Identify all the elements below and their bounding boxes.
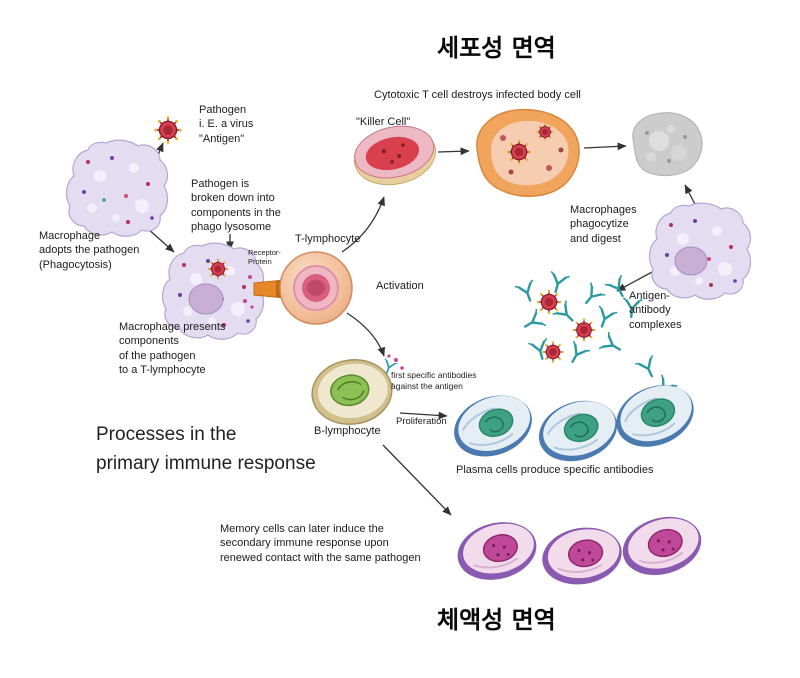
plasma-cells [444,373,704,472]
main-title: Processes in the primary immune response [96,424,316,475]
memory-cells [450,507,710,592]
label-pathogen-broken: Pathogen is broken down into components … [191,178,281,233]
caption-cytotoxic: Cytotoxic T cell destroys infected body … [374,89,581,101]
b-cell-surface-antibody [380,354,404,376]
infected-body-cell [476,108,580,197]
label-antigen-antibody: Antigen- antibody complexes [629,290,682,331]
arrow-killer-to-infected [437,147,470,156]
t-lymphocyte-cell [279,251,353,325]
macrophage-presenting [161,242,265,340]
killer-cell [353,125,437,186]
label-killer-cell: "Killer Cell" [356,116,411,128]
arrow-proliferation [399,411,448,420]
arrow-macrophage-to-presenting [146,227,175,253]
arrow-infected-to-dead [583,142,627,151]
label-receptor-protein: Receptor- Protein [248,248,281,266]
destroyed-cell [632,112,703,176]
arrow-tcell-to-killer [341,196,385,253]
b-lymphocyte-cell [311,359,393,425]
pathogen-virus-icon [153,115,183,145]
arrow-macrophage-to-complexes [616,271,653,292]
macrophage-digesting [648,202,752,300]
label-proliferation: Proliferation [396,416,447,427]
label-macrophage-adopts: Macrophage adopts the pathogen (Phagocyt… [39,230,140,271]
label-pathogen: Pathogen i. E. a virus "Antigen" [199,104,254,145]
arrow-tcell-to-bcell [346,312,386,357]
caption-memory-cells: Memory cells can later induce the second… [220,523,421,564]
caption-plasma-cells: Plasma cells produce specific antibodies [456,464,654,476]
macrophage-adopting [65,139,169,237]
label-activation: Activation [376,280,424,292]
label-macrophage-presents: Macrophage presents components of the pa… [119,321,226,376]
label-b-lymphocyte: B-lymphocyte [314,425,381,437]
title-humoral-immunity: 체액성 면역 [437,606,556,634]
arrow-to-memory-cells [382,444,452,516]
label-first-antibodies: first specific antibodies against the an… [391,370,477,391]
label-macrophages-phagocytize: Macrophages phagocytize and digest [570,204,637,245]
title-cellular-immunity: 세포성 면역 [437,34,556,62]
label-t-lymphocyte: T-lymphocyte [295,233,361,245]
